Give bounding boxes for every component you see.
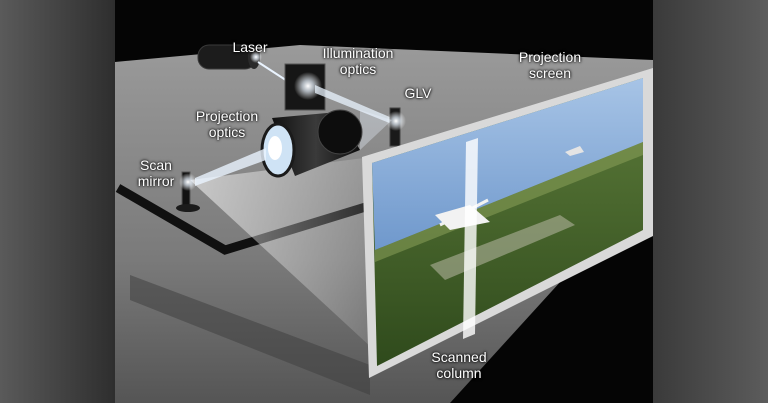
label-scanned-column: Scanned column <box>431 349 487 381</box>
label-projection-optics: Projection optics <box>195 108 259 140</box>
laser-unit <box>197 44 262 70</box>
projected-light-fan <box>190 155 388 360</box>
label-laser: Laser <box>232 39 268 55</box>
label-illumination-optics: Illumination optics <box>322 45 394 77</box>
screen-shadow <box>130 275 370 395</box>
projection-screen <box>362 68 653 378</box>
left-border-band <box>0 0 115 403</box>
scanned-column-stripe <box>463 138 478 339</box>
scan-mirror-unit <box>176 171 200 212</box>
projection-beam <box>195 148 266 186</box>
label-scan-mirror: Scan mirror <box>137 157 175 189</box>
glv-unit <box>386 107 406 147</box>
label-glv: GLV <box>404 85 432 101</box>
label-projection-screen: Projection screen <box>518 49 582 81</box>
projection-lens <box>260 109 363 178</box>
right-border-band <box>653 0 768 403</box>
glv-return-beam <box>360 110 392 150</box>
illumination-beam <box>315 85 392 124</box>
